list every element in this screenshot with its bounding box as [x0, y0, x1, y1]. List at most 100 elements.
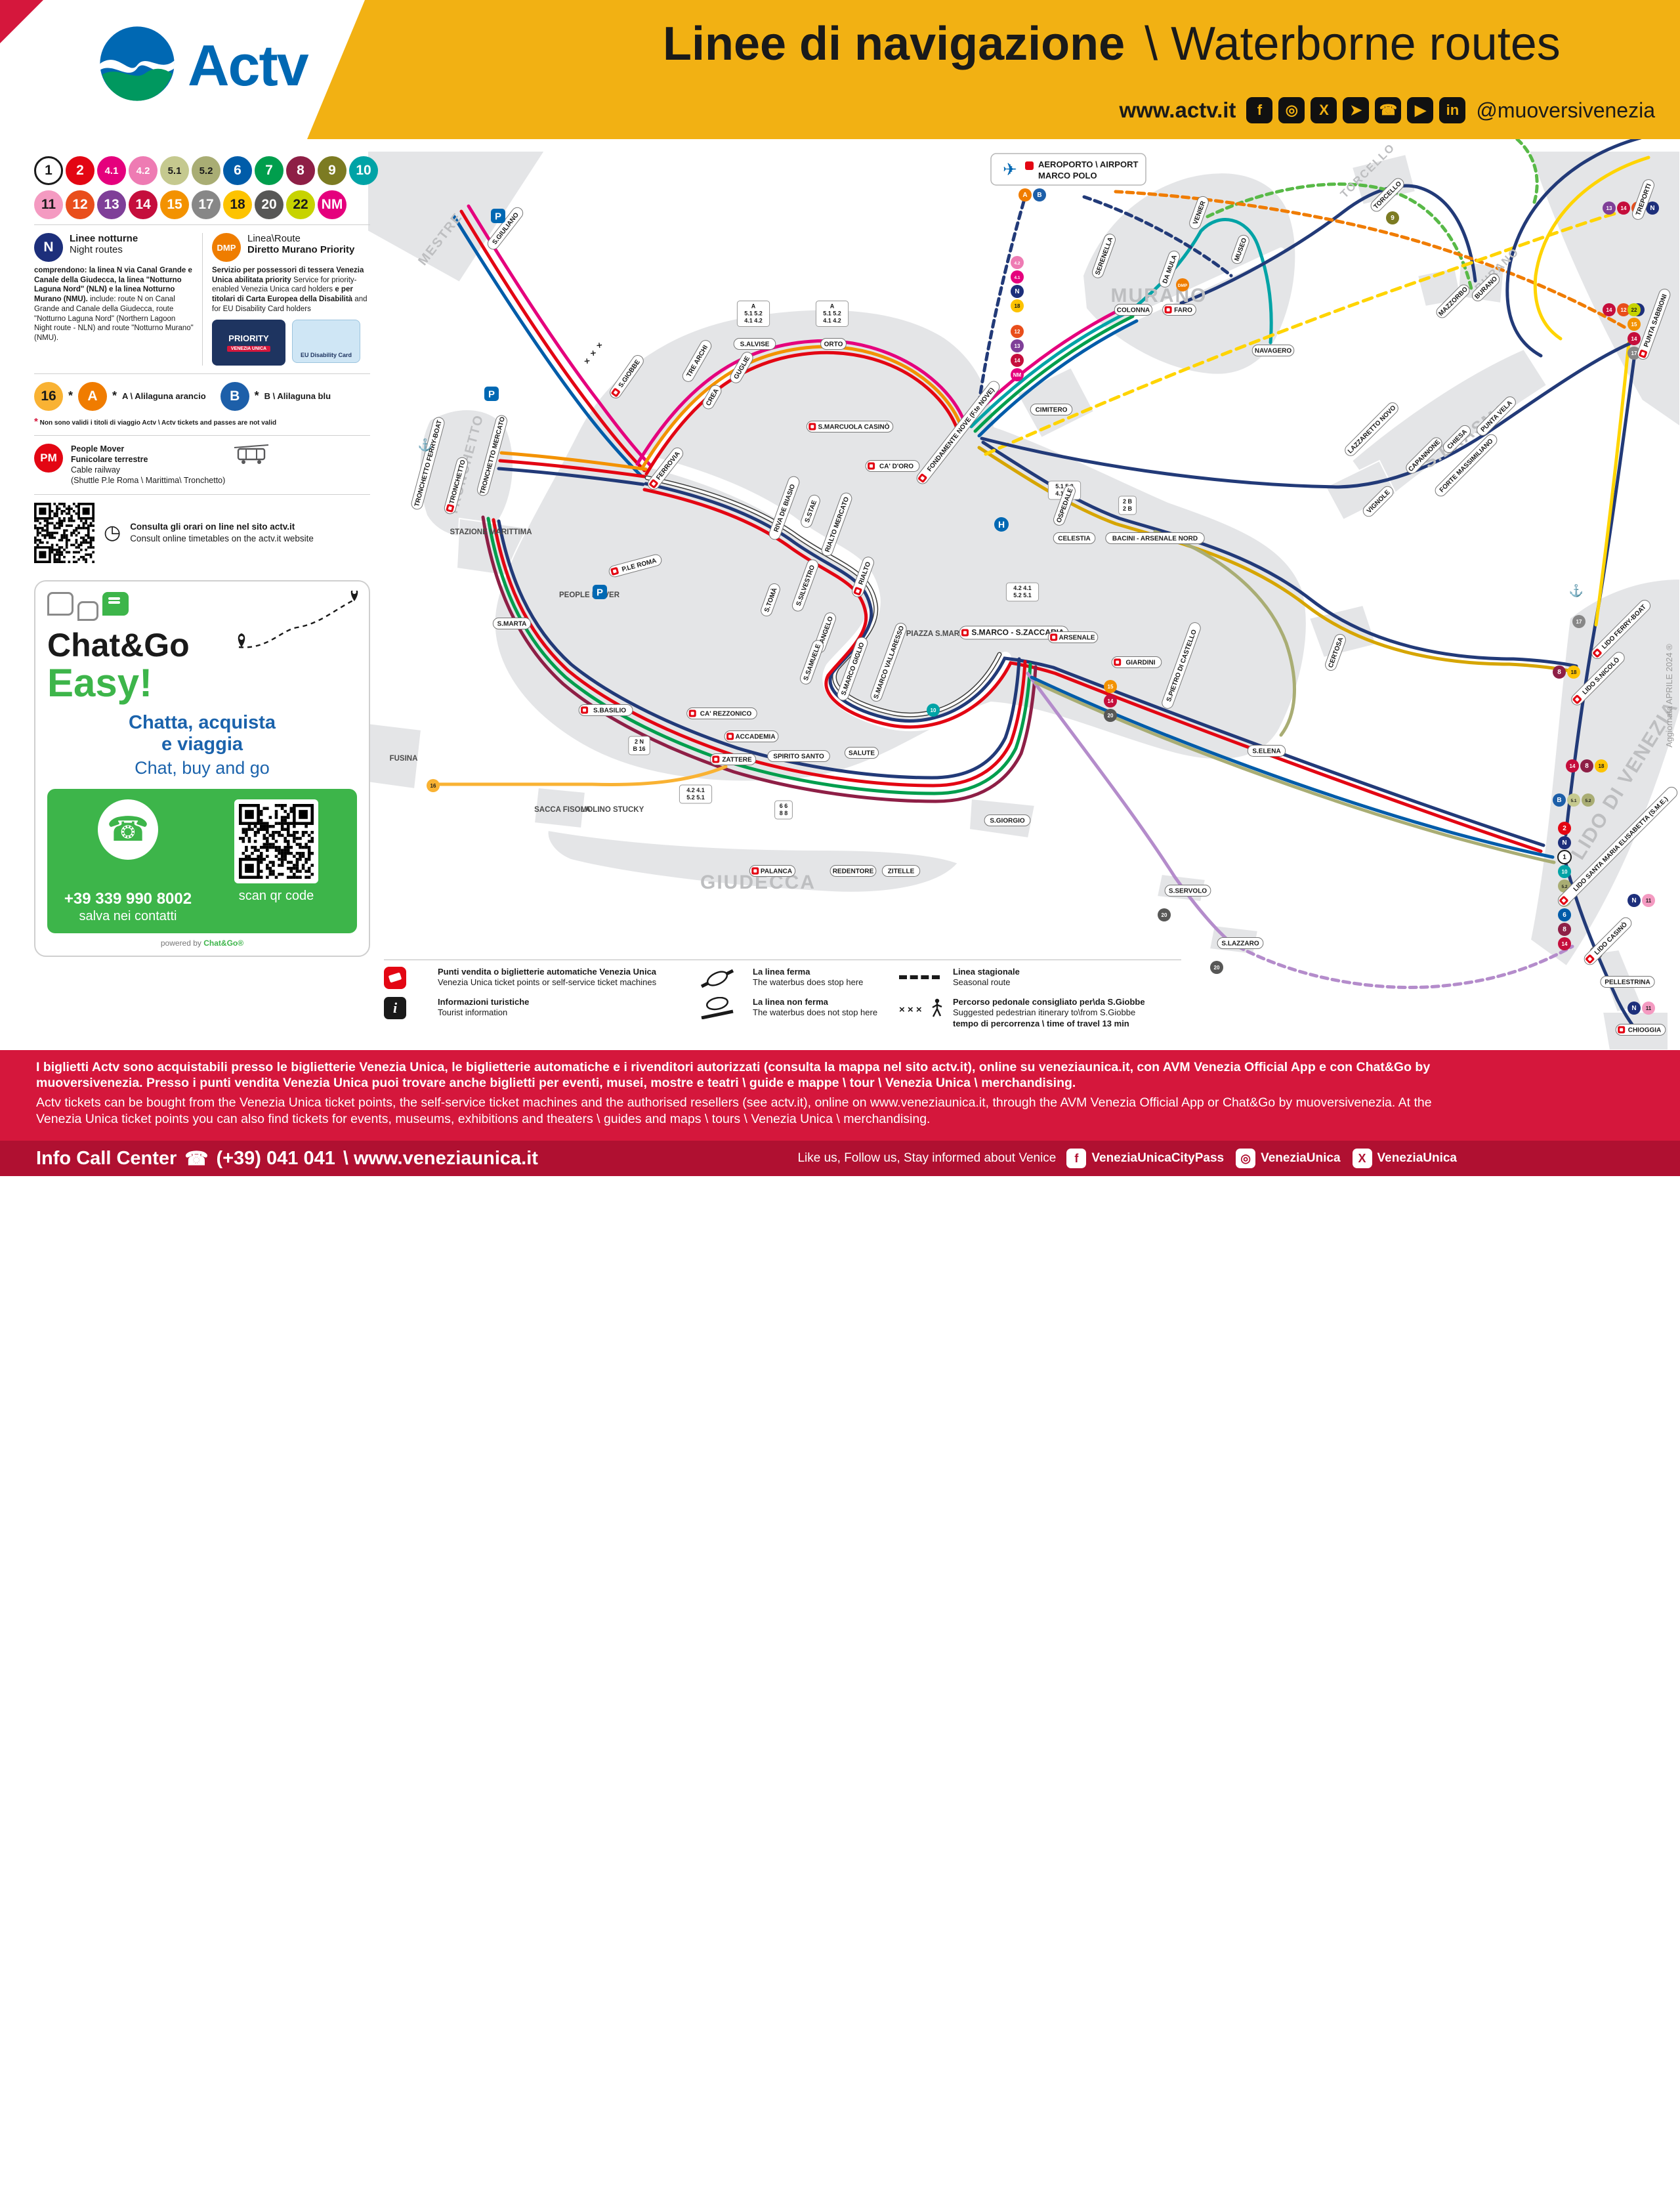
pm-sub3: (Shuttle P.le Roma \ Marittima\ Tronchet… — [71, 476, 226, 486]
station-palanca: PALANCA — [749, 865, 796, 877]
landmass — [1016, 366, 1095, 439]
footer-paragraph-it: I biglietti Actv sono acquistabili press… — [36, 1060, 1431, 1091]
x-icon[interactable]: X — [1311, 97, 1337, 123]
svg-text:CA' D'ORO: CA' D'ORO — [879, 463, 914, 471]
line-badge-11: 11 — [34, 190, 63, 219]
follow-text: Like us, Follow us, Stay informed about … — [797, 1151, 1057, 1165]
svg-text:17: 17 — [1631, 350, 1637, 356]
svg-text:11: 11 — [1646, 898, 1652, 904]
svg-text:CIMITERO: CIMITERO — [1036, 407, 1068, 414]
svg-text:A: A — [830, 303, 835, 310]
dmp-legend: DMP Linea\Route Diretto Murano Priority … — [202, 233, 370, 366]
svg-text:DMP: DMP — [1178, 284, 1188, 288]
chatgo-line1: Chatta, acquista — [129, 711, 276, 733]
pm-sub1: Funicolare terrestre — [71, 454, 148, 464]
chatgo-line2: e viaggia — [161, 733, 243, 755]
line-badge-6: 6 — [223, 156, 252, 185]
svg-text:N: N — [1015, 288, 1019, 295]
line-badge-NM: NM — [318, 190, 346, 219]
svg-text:14: 14 — [1108, 698, 1114, 704]
social-handle: @muoversivenezia — [1476, 98, 1655, 122]
footer-info-bar: Info Call Center ☎ (+39) 041 041 \ www.v… — [0, 1141, 1680, 1176]
line-badge-cluster: 20 — [1210, 961, 1223, 974]
website-link[interactable]: www.actv.it — [1119, 98, 1236, 122]
svg-text:MOLINO STUCKY: MOLINO STUCKY — [581, 806, 644, 814]
station-s-lazzaro: S.LAZZARO — [1217, 937, 1264, 949]
route-line — [640, 345, 964, 471]
route-line — [1206, 182, 1473, 291]
svg-text:2 N: 2 N — [635, 738, 644, 745]
footer-social-VeneziaUnica[interactable]: ◎VeneziaUnica — [1236, 1149, 1341, 1168]
svg-text:14: 14 — [1621, 205, 1627, 211]
svg-text:18: 18 — [1015, 303, 1020, 309]
qr-text-it: Consulta gli orari on line nel sito actv… — [130, 522, 295, 532]
social-glyph-icon: X — [1352, 1149, 1372, 1168]
svg-text:13: 13 — [1606, 205, 1612, 211]
svg-text:ZATTERE: ZATTERE — [722, 757, 752, 764]
svg-text:FARO: FARO — [1174, 307, 1192, 314]
route-line — [492, 518, 1027, 788]
parking-icon: P — [484, 387, 499, 401]
facebook-icon[interactable]: f — [1246, 97, 1273, 123]
svg-text:S.ELENA: S.ELENA — [1252, 748, 1280, 755]
svg-text:2 B: 2 B — [1123, 505, 1133, 512]
svg-text:H: H — [998, 519, 1005, 530]
station-cimitero: CIMITERO — [1030, 404, 1073, 415]
ticket-icon — [384, 967, 430, 989]
svg-text:S.ALVISE: S.ALVISE — [740, 341, 770, 348]
parking-icon: P — [491, 209, 505, 223]
svg-text:P: P — [495, 211, 501, 222]
svg-text:4.1 4.2: 4.1 4.2 — [823, 318, 841, 324]
instagram-icon[interactable]: ◎ — [1278, 97, 1305, 123]
night-routes-legend: N Linee notturne Night routes comprendon… — [34, 233, 202, 366]
svg-text:SACCA FISOLA: SACCA FISOLA — [534, 806, 591, 814]
svg-text:14: 14 — [1606, 307, 1612, 313]
station-sacca-fisola: SACCA FISOLA — [534, 806, 591, 814]
whatsapp-icon[interactable]: ☎ — [1375, 97, 1402, 123]
station-celestia: CELESTIA — [1053, 532, 1096, 544]
whatsapp-icon[interactable]: ☎ — [98, 799, 158, 860]
svg-text:N: N — [1631, 897, 1636, 904]
area-label: MURANO — [1111, 285, 1208, 306]
chatgo-green-panel: ☎ +39 339 990 8002 salva nei contatti sc… — [47, 789, 357, 934]
line-group-chip: A5.1 5.24.1 4.2 — [736, 301, 770, 327]
dmp-body-it2: e per titolari di Carta Europea della Di… — [212, 285, 353, 304]
chatgo-phone[interactable]: +39 339 990 8002 — [64, 890, 192, 908]
svg-text:20: 20 — [1108, 713, 1114, 719]
svg-text:18: 18 — [1571, 669, 1577, 675]
station-stazione-marittima: STAZIONE MARITTIMA — [450, 528, 532, 536]
landmass — [1082, 172, 1297, 375]
youtube-icon[interactable]: ▶ — [1407, 97, 1434, 123]
veneziaunica-link[interactable]: \ www.veneziaunica.it — [343, 1147, 538, 1169]
line-16-badge: 16 — [34, 381, 63, 411]
route-line — [1082, 195, 1233, 278]
route-line — [1153, 530, 1296, 737]
line-badge-cluster: DMP — [1176, 278, 1189, 291]
station-s-alvise: S.ALVISE — [733, 338, 776, 350]
route-line — [499, 451, 648, 471]
station-giardini: GIARDINI — [1111, 656, 1162, 668]
station-molino-stucky: MOLINO STUCKY — [581, 806, 644, 814]
svg-text:8: 8 — [1585, 763, 1589, 770]
svg-text:5.1 5.2: 5.1 5.2 — [1055, 483, 1074, 490]
svg-text:8: 8 — [1557, 669, 1561, 676]
svg-text:PIAZZA S.MARCO: PIAZZA S.MARCO — [906, 630, 971, 638]
ferry-icon: ⚓ — [1569, 583, 1584, 597]
route-line — [977, 319, 1139, 438]
call-center-number[interactable]: (+39) 041 041 — [216, 1147, 335, 1169]
station-accademia: ACCADEMIA — [724, 730, 779, 742]
svg-text:4.1 4.2: 4.1 4.2 — [744, 318, 763, 324]
alilaguna-a-badge: A — [78, 381, 108, 411]
linkedin-icon[interactable]: in — [1439, 97, 1466, 123]
telegram-icon[interactable]: ➤ — [1343, 97, 1370, 123]
title-italian: Linee di navigazione — [663, 18, 1125, 70]
ferry-icon: ⚓ — [418, 438, 432, 452]
svg-text:S.LAZZARO: S.LAZZARO — [1221, 940, 1259, 948]
night-title-en: Night routes — [70, 244, 123, 256]
svg-text:MARCO POLO: MARCO POLO — [1038, 171, 1097, 180]
